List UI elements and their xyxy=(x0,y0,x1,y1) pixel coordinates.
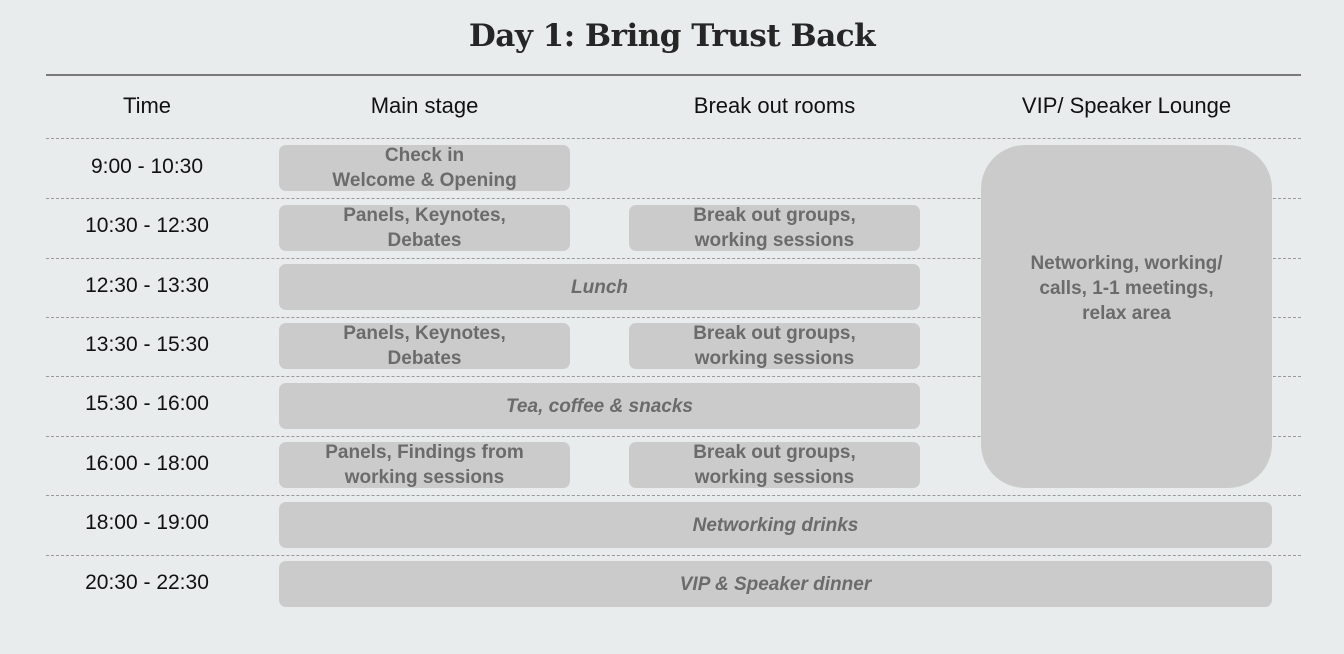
session-panels-keynotes: Panels, Keynotes, Debates xyxy=(279,205,570,251)
row-divider xyxy=(46,555,1301,556)
time-slot: 13:30 - 15:30 xyxy=(85,332,209,356)
header-vip-lounge: VIP/ Speaker Lounge xyxy=(1021,93,1232,118)
time-slot: 12:30 - 13:30 xyxy=(85,273,209,297)
session-checkin-welcome: Check in Welcome & Opening xyxy=(279,145,570,191)
session-vip-lounge: Networking, working/ calls, 1-1 meetings… xyxy=(981,145,1272,488)
time-slot: 10:30 - 12:30 xyxy=(85,213,209,237)
row-divider xyxy=(46,258,1301,259)
row-divider xyxy=(46,376,1301,377)
session-vip-speaker-dinner: VIP & Speaker dinner xyxy=(279,561,1272,607)
row-divider xyxy=(46,317,1301,318)
header-breakout-rooms: Break out rooms xyxy=(693,93,856,118)
session-panels-keynotes: Panels, Keynotes, Debates xyxy=(279,323,570,369)
session-panels-findings: Panels, Findings from working sessions xyxy=(279,442,570,488)
session-breakout-groups: Break out groups, working sessions xyxy=(629,205,920,251)
row-divider xyxy=(46,198,1301,199)
session-lunch: Lunch xyxy=(279,264,920,310)
row-divider xyxy=(46,138,1301,139)
title-divider xyxy=(46,74,1301,76)
time-slot: 9:00 - 10:30 xyxy=(90,154,204,178)
session-networking-drinks: Networking drinks xyxy=(279,502,1272,548)
session-breakout-groups: Break out groups, working sessions xyxy=(629,323,920,369)
session-tea-coffee-snacks: Tea, coffee & snacks xyxy=(279,383,920,429)
time-slot: 18:00 - 19:00 xyxy=(85,510,209,534)
row-divider xyxy=(46,495,1301,496)
header-time: Time xyxy=(122,93,172,118)
time-slot: 15:30 - 16:00 xyxy=(85,391,209,415)
header-main-stage: Main stage xyxy=(370,93,479,118)
page-title: Day 1: Bring Trust Back xyxy=(468,18,876,54)
row-divider xyxy=(46,436,1301,437)
session-breakout-groups: Break out groups, working sessions xyxy=(629,442,920,488)
time-slot: 20:30 - 22:30 xyxy=(85,570,209,594)
time-slot: 16:00 - 18:00 xyxy=(85,451,209,475)
